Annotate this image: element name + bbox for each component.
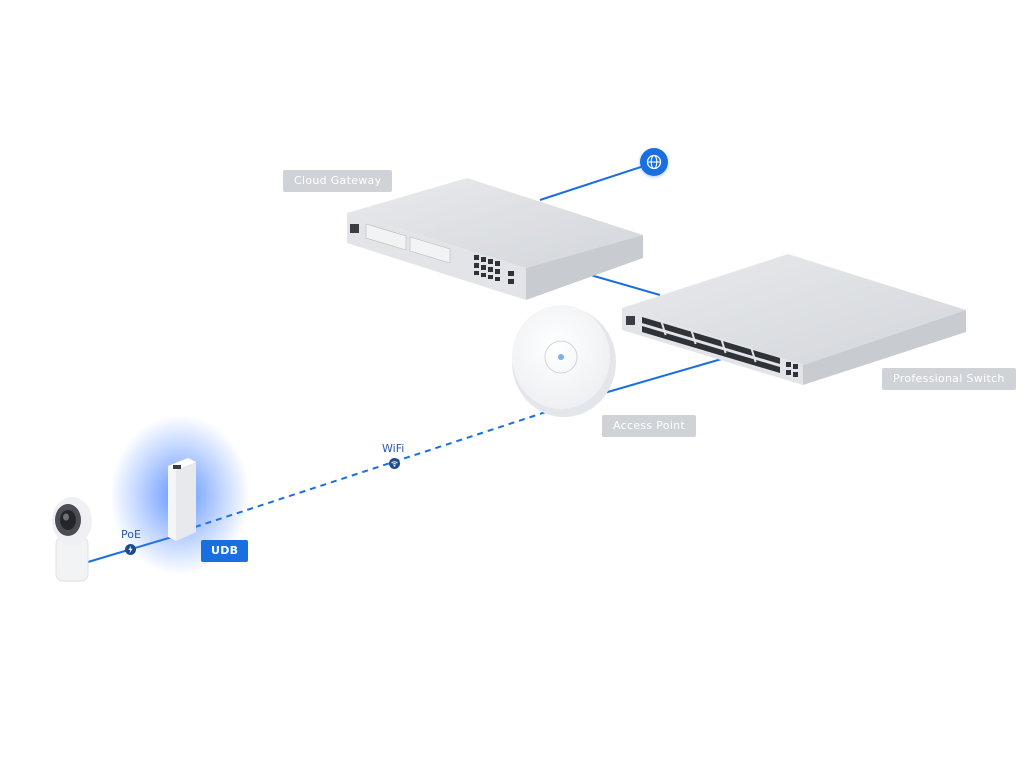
lightning-icon	[125, 544, 136, 555]
camera-device	[52, 497, 92, 582]
poe-connection-label: PoE	[121, 528, 141, 541]
globe-icon	[646, 154, 662, 170]
cloud-gateway-label: Cloud Gateway	[283, 170, 393, 192]
professional-switch-device	[622, 254, 966, 385]
professional-switch-label: Professional Switch	[882, 368, 1016, 390]
link-wifi	[194, 409, 553, 528]
link-gateway-switch	[579, 271, 661, 296]
wifi-connection-label: WiFi	[382, 442, 405, 455]
cloud-gateway-device	[347, 178, 643, 300]
udb-device	[110, 415, 250, 575]
access-point-device	[512, 305, 616, 417]
link-gateway-internet	[539, 163, 651, 201]
wifi-icon	[389, 458, 400, 469]
internet-globe-icon	[640, 148, 668, 176]
udb-label: UDB	[201, 540, 249, 562]
access-point-label: Access Point	[602, 415, 697, 437]
